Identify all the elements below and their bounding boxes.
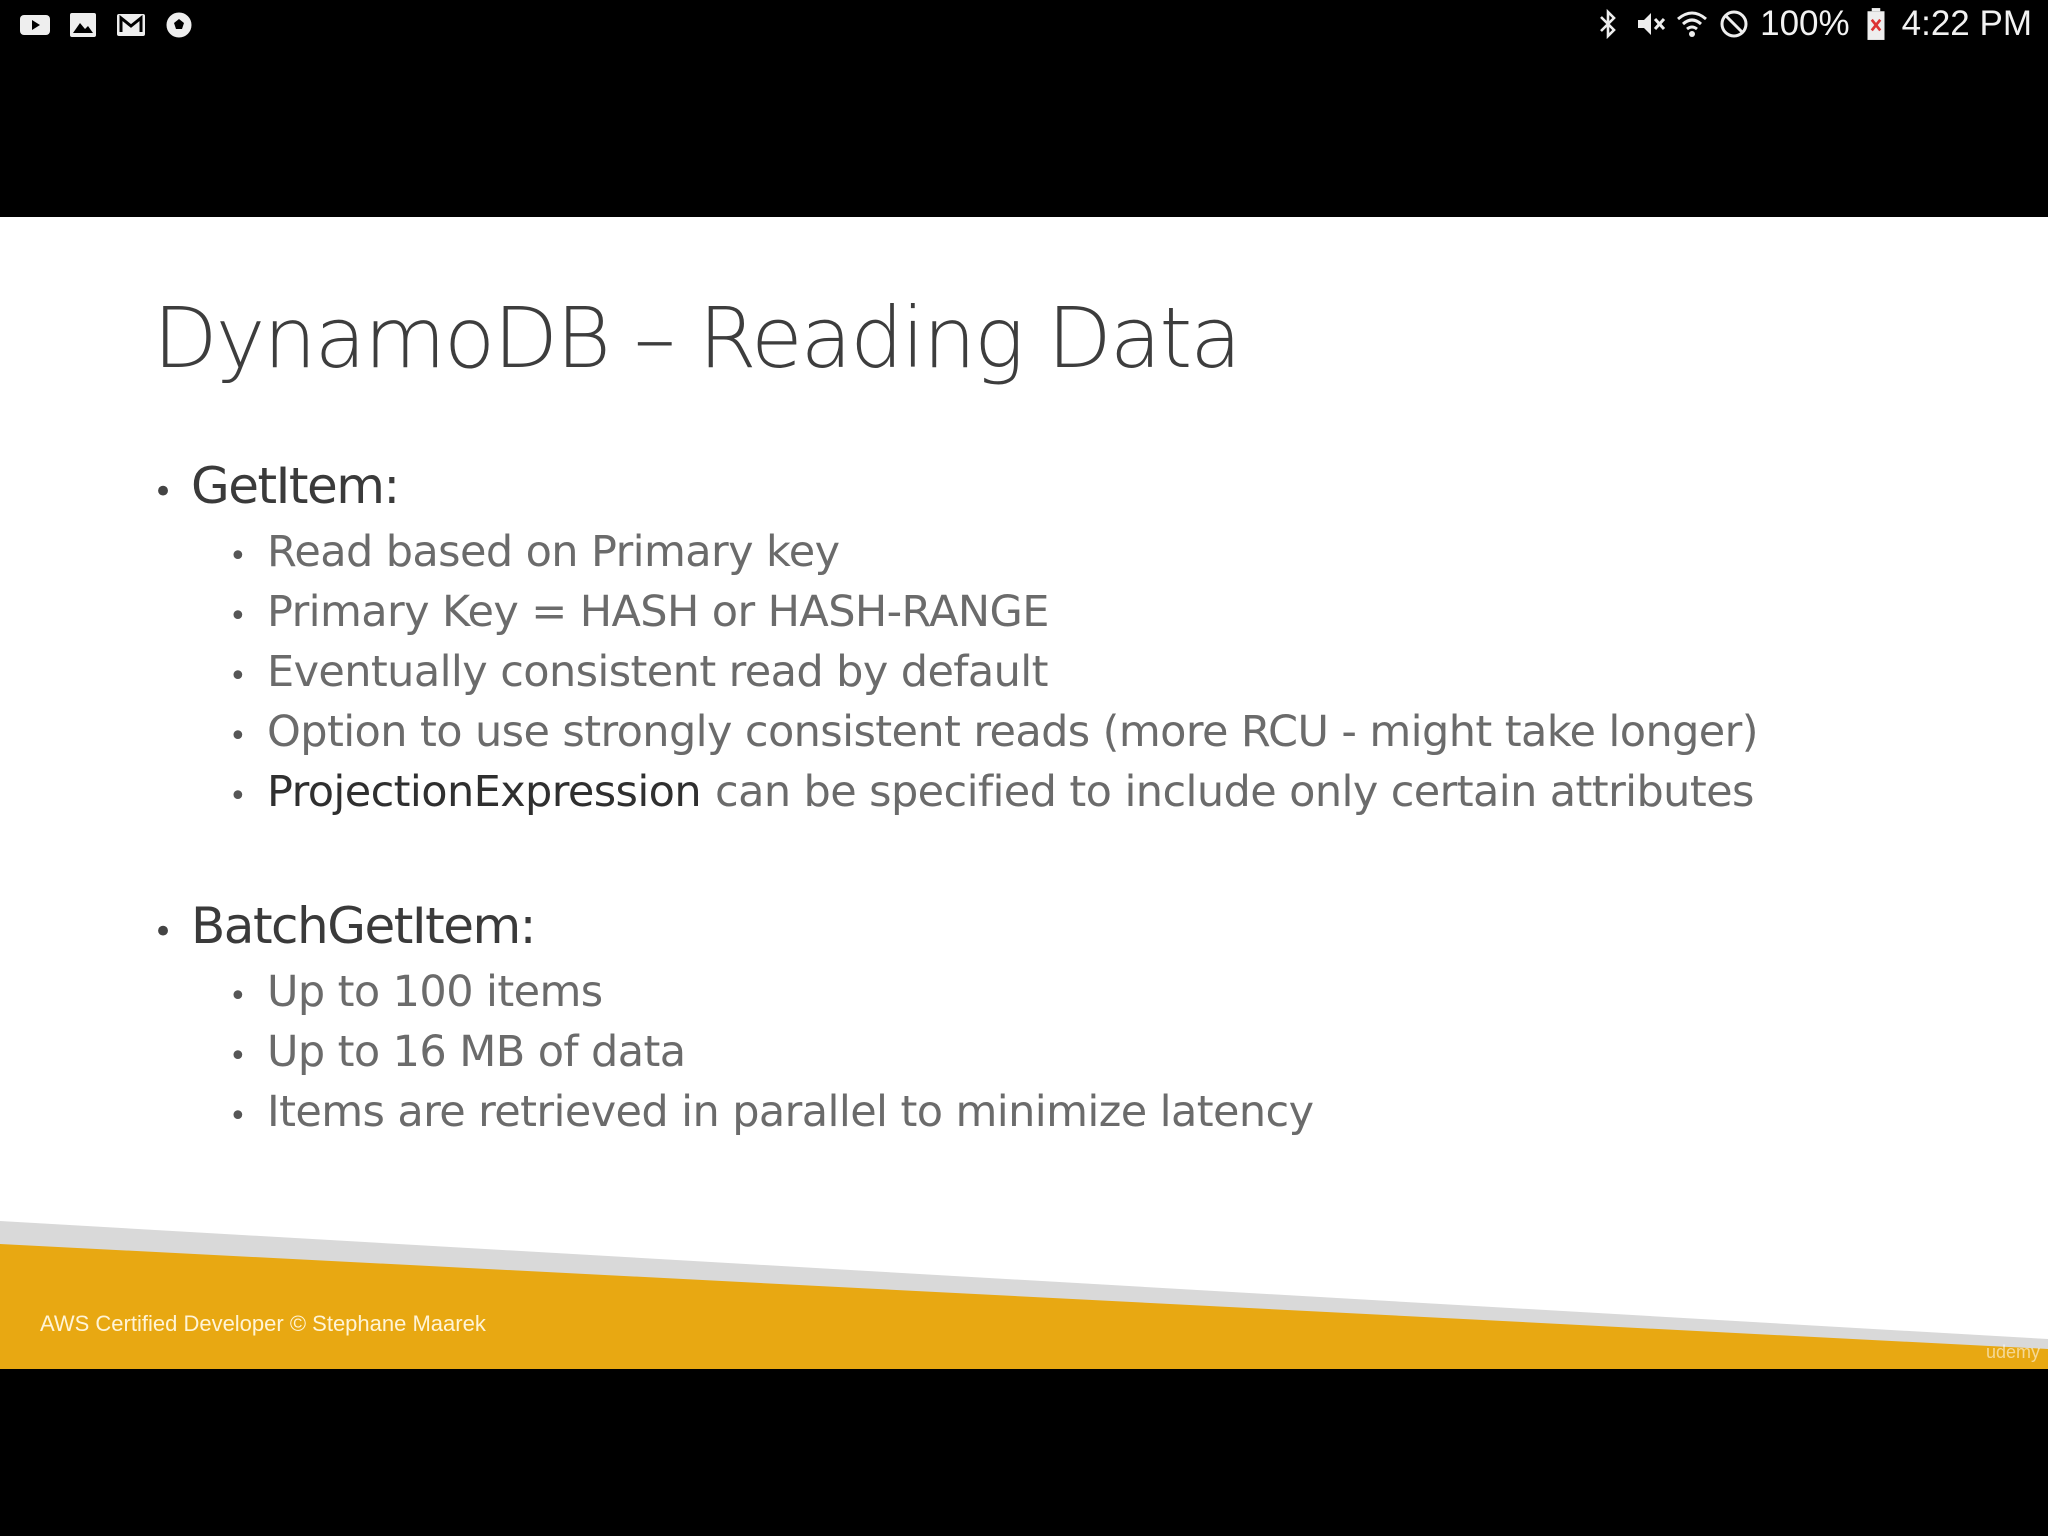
bullet-icon: • bbox=[229, 779, 247, 814]
slide-title: DynamoDB – Reading Data bbox=[153, 289, 1242, 387]
bullet-icon: • bbox=[153, 912, 173, 952]
bullet-icon: • bbox=[153, 472, 173, 512]
do-not-disturb-icon bbox=[1720, 10, 1748, 38]
clock: 4:22 PM bbox=[1901, 4, 2032, 43]
list-item: • Up to 100 items bbox=[229, 967, 1313, 1027]
youtube-icon bbox=[18, 8, 52, 42]
section-getitem: • GetItem: • Read based on Primary key •… bbox=[153, 457, 1759, 827]
soccer-ball-icon bbox=[162, 8, 196, 42]
status-bar: 100% 4:22 PM bbox=[0, 0, 2048, 50]
udemy-logo: udemy bbox=[1985, 1342, 2040, 1362]
list-item: • Eventually consistent read by default bbox=[229, 647, 1758, 707]
item-text: Up to 16 MB of data bbox=[267, 1027, 686, 1077]
section-heading: • GetItem: bbox=[153, 457, 1758, 521]
mute-icon bbox=[1638, 13, 1666, 35]
battery-percent: 100% bbox=[1760, 4, 1850, 43]
bullet-icon: • bbox=[229, 719, 247, 754]
section-batchgetitem: • BatchGetItem: • Up to 100 items • Up t… bbox=[153, 897, 1314, 1147]
bullet-icon: • bbox=[229, 659, 247, 694]
list-item: • Primary Key = HASH or HASH-RANGE bbox=[229, 587, 1758, 647]
sub-list: • Up to 100 items • Up to 16 MB of data … bbox=[229, 967, 1314, 1147]
footer-band: AWS Certified Developer © Stephane Maare… bbox=[0, 1209, 2048, 1369]
section-heading: • BatchGetItem: bbox=[153, 897, 1313, 961]
item-text: Primary Key = HASH or HASH-RANGE bbox=[267, 587, 1049, 637]
wifi-icon bbox=[1677, 11, 1708, 37]
gmail-icon bbox=[114, 8, 148, 42]
list-item: • Read based on Primary key bbox=[229, 527, 1758, 587]
bullet-icon: • bbox=[229, 1039, 247, 1074]
sub-list: • Read based on Primary key • Primary Ke… bbox=[229, 527, 1759, 827]
item-text: can be specified to include only certain… bbox=[715, 767, 1754, 817]
item-text: Up to 100 items bbox=[267, 967, 603, 1017]
list-item: • ProjectionExpression can be specified … bbox=[229, 767, 1758, 827]
item-text: Items are retrieved in parallel to minim… bbox=[267, 1087, 1314, 1137]
item-keyword: ProjectionExpression bbox=[267, 767, 702, 817]
bullet-icon: • bbox=[229, 599, 247, 634]
system-indicators: 100% 4:22 PM bbox=[1592, 4, 2032, 44]
battery-icon bbox=[1867, 8, 1885, 40]
footer-copyright: AWS Certified Developer © Stephane Maare… bbox=[40, 1311, 486, 1336]
heading-text: GetItem: bbox=[191, 457, 400, 515]
item-text: Eventually consistent read by default bbox=[267, 647, 1048, 697]
bluetooth-icon bbox=[1600, 8, 1616, 40]
bullet-icon: • bbox=[229, 1099, 247, 1134]
list-item: • Items are retrieved in parallel to min… bbox=[229, 1087, 1314, 1147]
list-item: • Option to use strongly consistent read… bbox=[229, 707, 1759, 767]
gallery-icon bbox=[66, 8, 100, 42]
slide: DynamoDB – Reading Data • GetItem: • Rea… bbox=[0, 217, 2048, 1369]
item-text: Option to use strongly consistent reads … bbox=[267, 707, 1759, 757]
item-text: Read based on Primary key bbox=[267, 527, 840, 577]
list-item: • Up to 16 MB of data bbox=[229, 1027, 1313, 1087]
bullet-icon: • bbox=[229, 539, 247, 574]
heading-text: BatchGetItem: bbox=[191, 897, 537, 955]
notification-icons bbox=[18, 8, 196, 42]
bullet-icon: • bbox=[229, 979, 247, 1014]
